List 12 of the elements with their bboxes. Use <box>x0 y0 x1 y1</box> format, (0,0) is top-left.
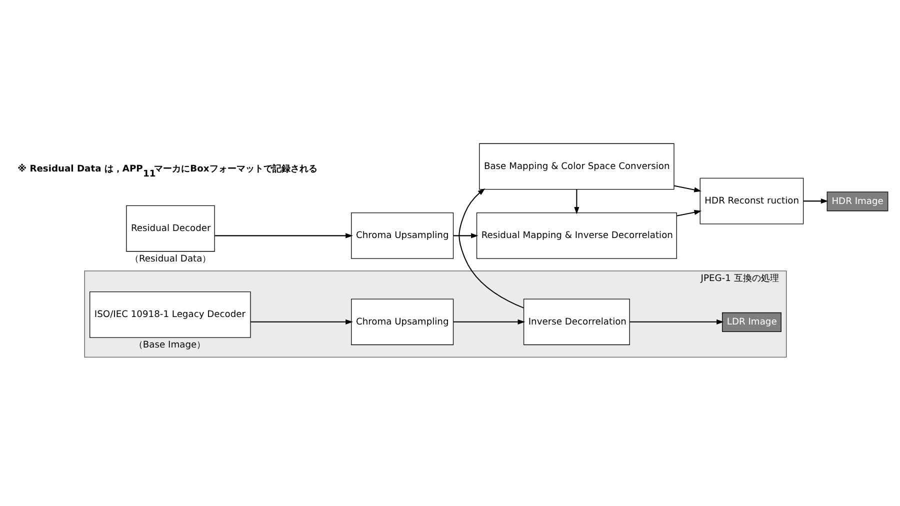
node-label: （Residual Data） <box>130 254 212 264</box>
arrow <box>674 185 702 192</box>
arrow <box>804 198 828 204</box>
node-label: （Base Image） <box>134 340 206 350</box>
arrow <box>676 210 702 216</box>
arrow <box>214 233 353 238</box>
arrow <box>630 319 724 324</box>
arrow <box>250 319 353 324</box>
arrow <box>458 188 524 308</box>
arrow <box>574 189 580 214</box>
arrow <box>453 319 526 324</box>
arrow <box>453 233 478 238</box>
